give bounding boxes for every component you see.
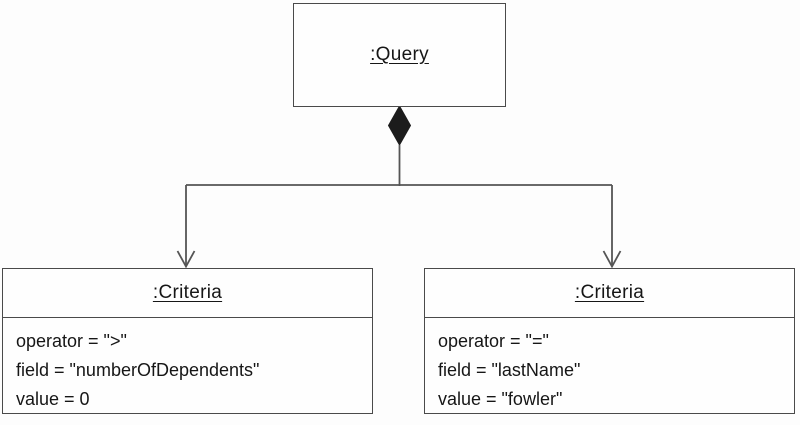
attribute-field: field = "numberOfDependents" (16, 360, 260, 380)
criteria-node-right-header: :Criteria (425, 269, 794, 318)
attribute-operator: operator = ">" (16, 331, 127, 351)
criteria-node-right: :Criteria operator = "=" field = "lastNa… (424, 268, 795, 414)
criteria-node-left-header: :Criteria (3, 269, 372, 318)
attribute-value: value = "fowler" (438, 389, 563, 409)
composition-diamond-icon (387, 104, 412, 147)
criteria-node-left-attributes: operator = ">" field = "numberOfDependen… (3, 318, 372, 414)
attribute-field: field = "lastName" (438, 360, 581, 380)
attribute-operator: operator = "=" (438, 331, 549, 351)
arrow-down-icon (176, 250, 196, 269)
criteria-node-right-title: :Criteria (574, 282, 645, 303)
criteria-node-right-attributes: operator = "=" field = "lastName" value … (425, 318, 794, 414)
arrow-down-icon (602, 250, 622, 269)
attribute-value: value = 0 (16, 389, 90, 409)
query-node: :Query (293, 3, 506, 107)
criteria-node-left-title: :Criteria (152, 282, 223, 303)
criteria-node-left: :Criteria operator = ">" field = "number… (2, 268, 373, 414)
query-node-title: :Query (370, 44, 429, 65)
